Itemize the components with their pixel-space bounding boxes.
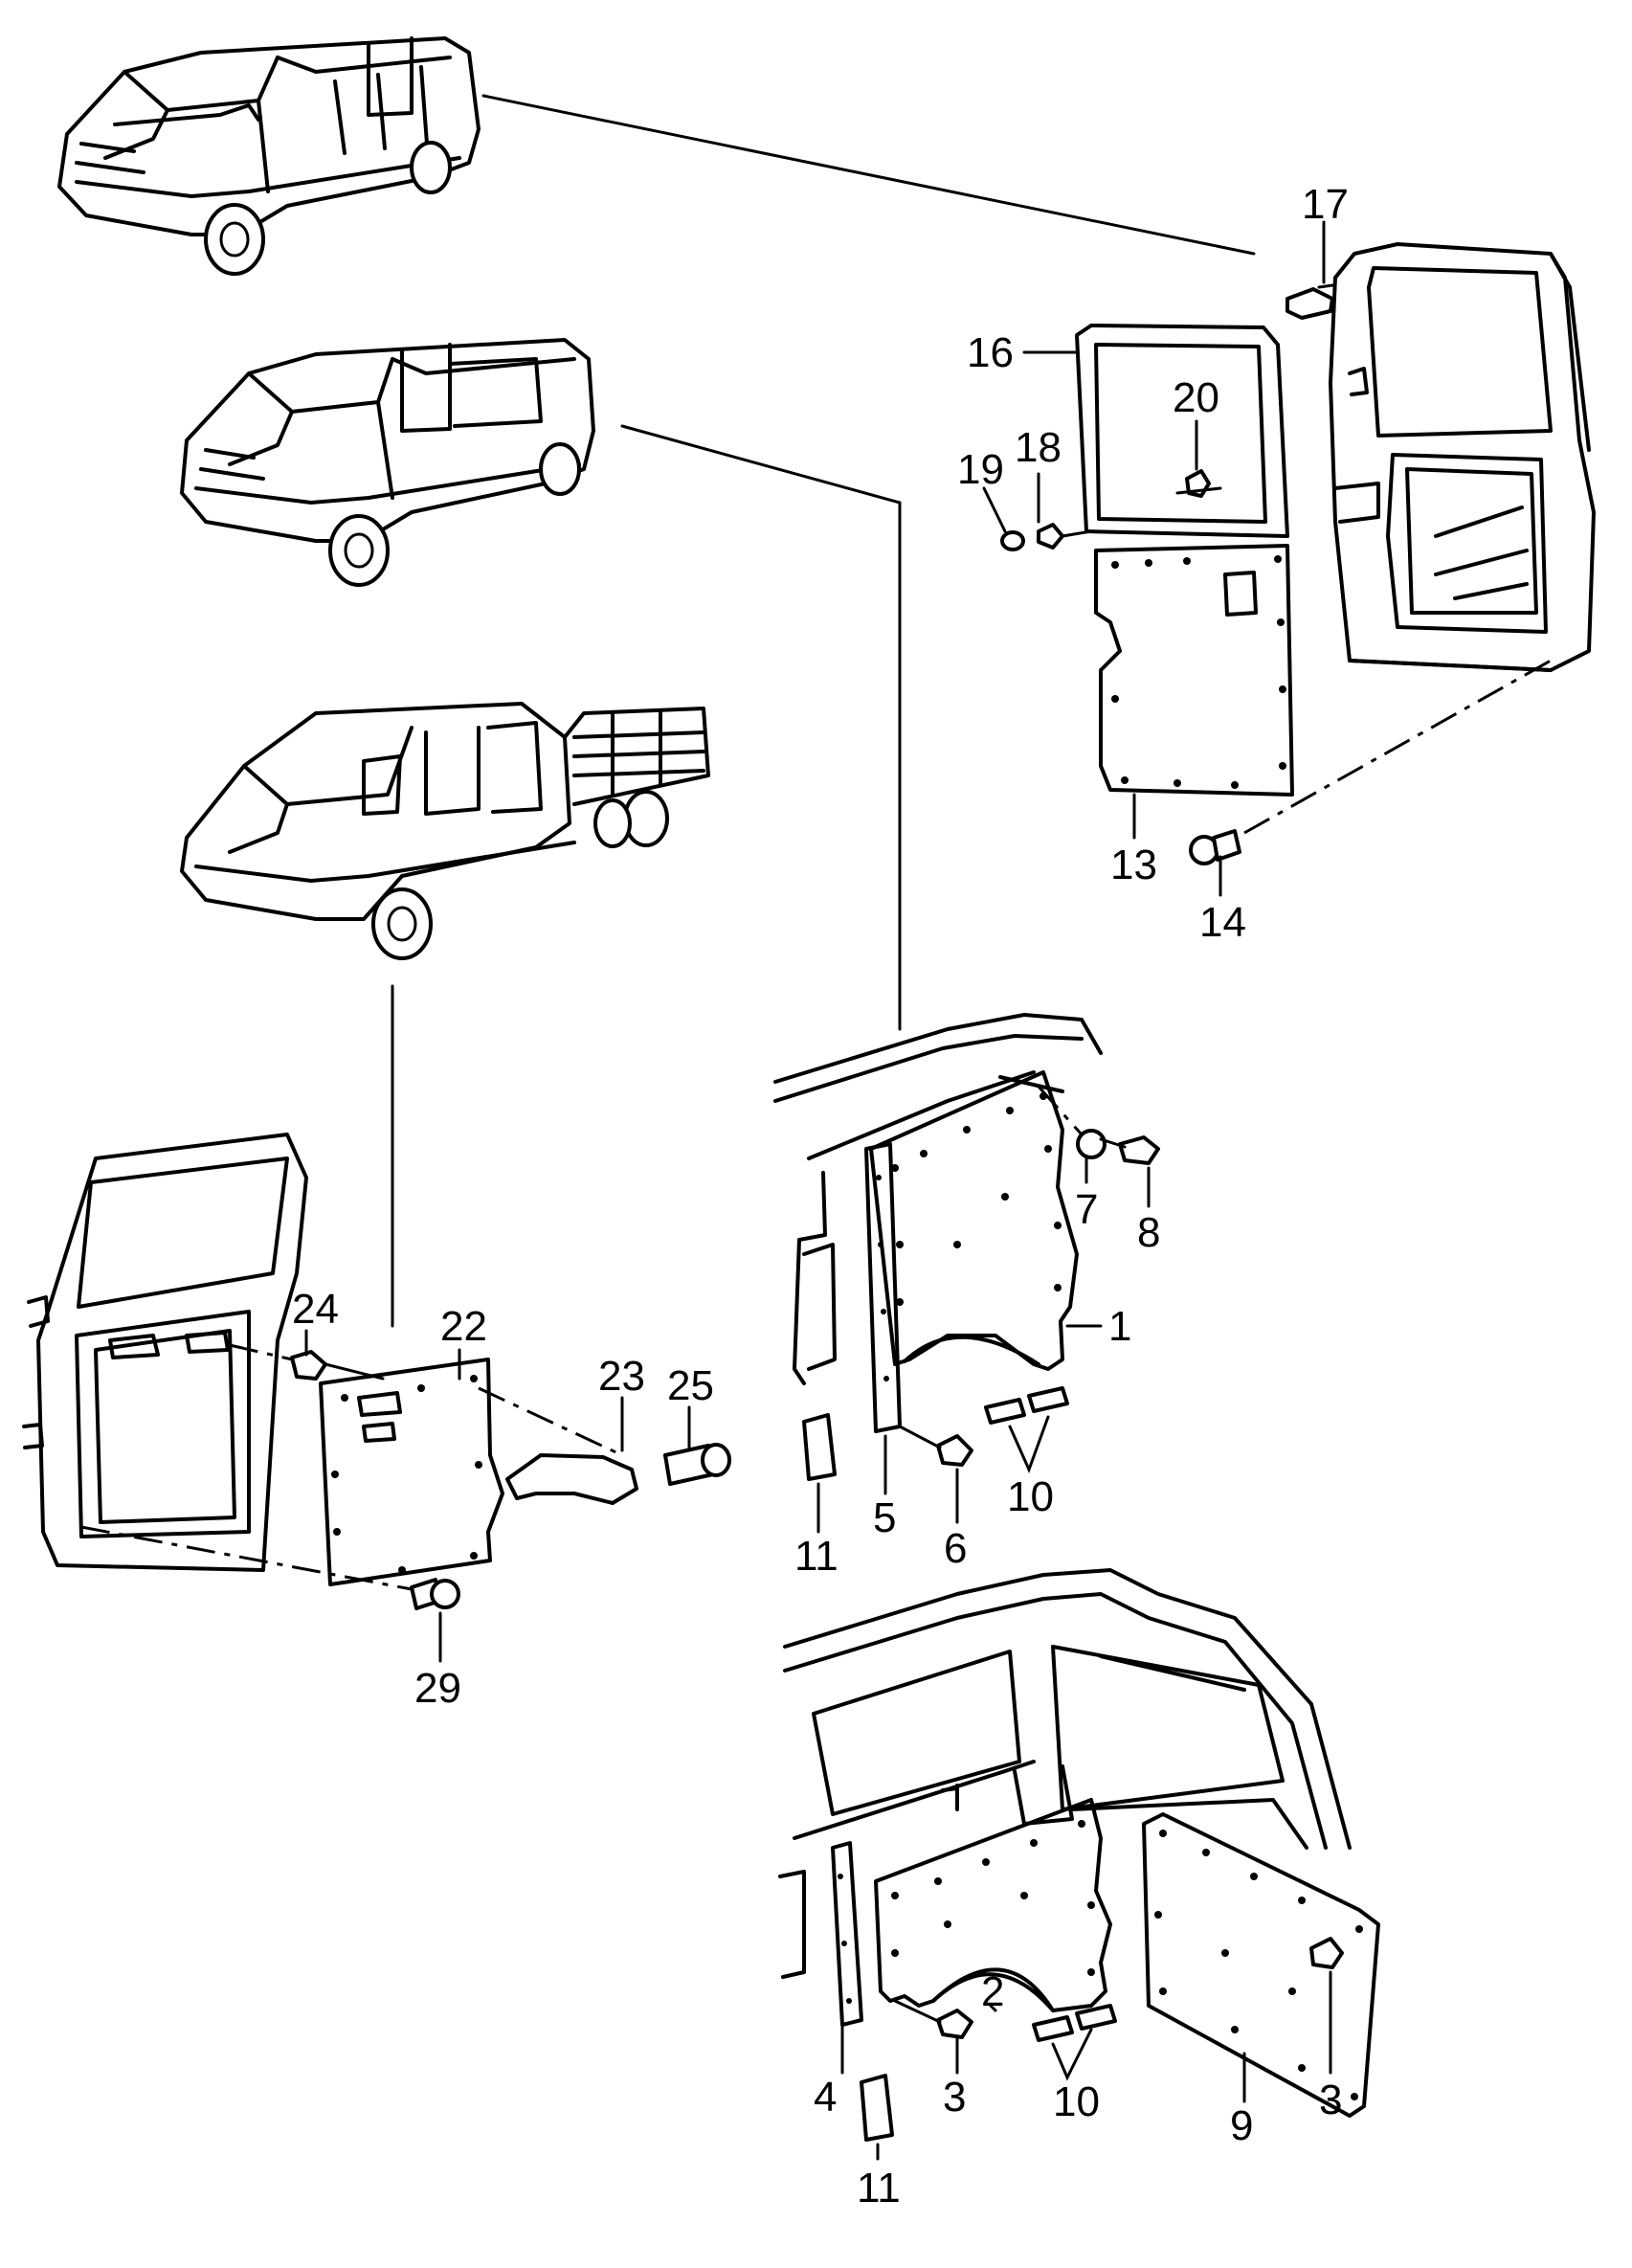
callout-2: 2: [981, 1968, 1004, 2015]
callout-25: 25: [667, 1362, 714, 1409]
callout-14: 14: [1199, 899, 1246, 946]
part-16-door-frame: [1075, 324, 1289, 538]
part-18-screw: [1037, 523, 1093, 550]
part-17-clip: [1285, 283, 1334, 320]
part-11-end-cap-upper: [802, 1413, 837, 1481]
part-19-washer: [1000, 530, 1025, 551]
vehicle-pickup-double-cab: [180, 702, 710, 960]
part-14-clip: [1189, 829, 1241, 865]
callout-3-left: 3: [943, 2074, 966, 2121]
callout-8: 8: [1137, 1209, 1160, 1256]
side-body-section-upper: [773, 1013, 1103, 1385]
part-7-grommet: [1076, 1129, 1107, 1159]
callout-11-upper: 11: [794, 1533, 838, 1580]
callout-24: 24: [292, 1286, 339, 1333]
part-6-screw: [898, 1425, 973, 1467]
vehicle-van-bus: [57, 36, 481, 276]
callout-5: 5: [873, 1494, 896, 1541]
callout-18: 18: [1015, 424, 1062, 471]
callout-29: 29: [414, 1665, 461, 1712]
callout-1: 1: [1108, 1303, 1131, 1350]
callout-labels: 17 16 20 18 19 13 14 7 8 1 5 6 10 11 24 …: [292, 181, 1349, 2212]
part-11-end-cap-lower: [860, 2074, 894, 2142]
callout-10-lower: 10: [1053, 2078, 1100, 2125]
part-22-door-trim-panel: [319, 1358, 504, 1586]
part-29-clip: [80, 1525, 460, 1610]
vehicle-van-crew: [180, 338, 595, 587]
side-body-section-lower: [778, 1568, 1352, 1979]
callout-6: 6: [944, 1525, 967, 1572]
callout-4: 4: [814, 2074, 837, 2121]
dash-line-7-to-panel: [1037, 1085, 1084, 1136]
callout-16: 16: [967, 329, 1014, 376]
rear-door-assembly: [1329, 242, 1596, 672]
callout-3-right: 3: [1319, 2077, 1342, 2123]
part-10-pads-lower: [1032, 2004, 1117, 2042]
part-3-clip-right: [1309, 1937, 1344, 1969]
part-10-pads-upper: [984, 1386, 1069, 1425]
callout-19: 19: [957, 446, 1004, 493]
part-5-trim-strip: [864, 1142, 902, 1433]
part-1-side-trim-panel: [869, 1070, 1079, 1371]
leader-line-crew-to-side-panel: [620, 424, 902, 1031]
part-4-trim-strip: [831, 1841, 863, 2027]
part-25-bolt: [663, 1443, 731, 1486]
callout-13: 13: [1110, 842, 1157, 888]
part-8-screw: [1099, 1135, 1160, 1165]
part-24-clip: [229, 1343, 385, 1381]
part-20-clip: [1175, 469, 1222, 498]
part-9-rear-side-panel: [1142, 1812, 1380, 2118]
dash-line-14-to-door: [1243, 659, 1552, 835]
part-23-handle: [478, 1386, 638, 1505]
callout-23: 23: [598, 1353, 645, 1400]
callout-17: 17: [1302, 181, 1349, 228]
callout-10-upper: 10: [1007, 1473, 1054, 1520]
callout-20: 20: [1173, 374, 1219, 421]
part-2-lower-trim-panel: [874, 1798, 1112, 2012]
leader-line-van-to-rear-door: [481, 94, 1256, 256]
callout-9: 9: [1230, 2102, 1253, 2149]
callout-7: 7: [1075, 1186, 1098, 1233]
callout-11-lower: 11: [857, 2165, 901, 2212]
callout-22: 22: [440, 1303, 487, 1350]
part-13-door-trim-panel: [1094, 544, 1294, 797]
sliding-door-assembly: [22, 1133, 308, 1572]
callout-leaders: [304, 220, 1332, 2161]
part-3-clip-left: [893, 1999, 973, 2039]
